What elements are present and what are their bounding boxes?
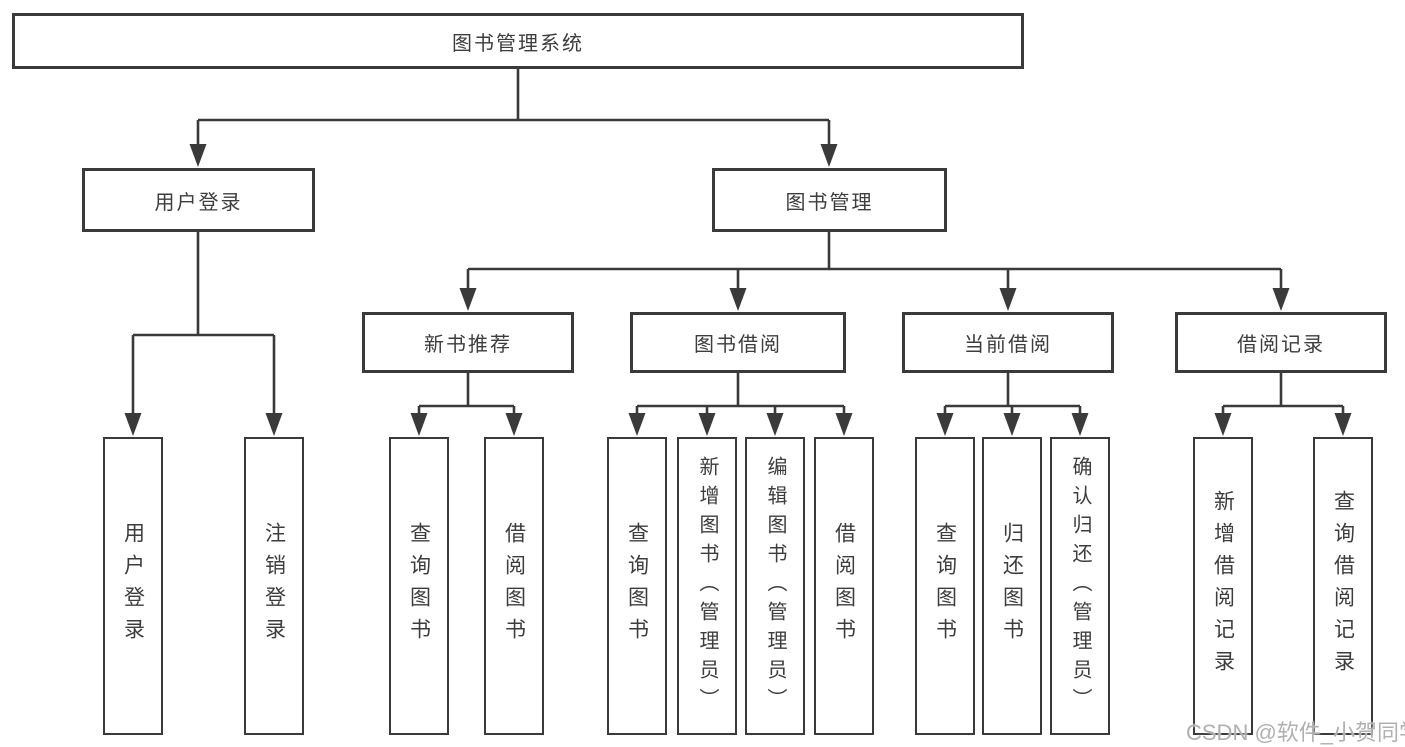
arrowhead [628, 413, 646, 436]
arrowhead [820, 144, 838, 167]
node-query-borrow-record: 查询借阅记录 [1313, 437, 1373, 735]
arrowhead [1003, 413, 1021, 436]
node-label: 查询图书 [625, 522, 649, 650]
connector-book-borrow-to-children [628, 373, 853, 436]
arrowhead [835, 413, 853, 436]
node-label: 图书管理 [785, 191, 874, 214]
node-add-borrow-record: 新增借阅记录 [1193, 437, 1253, 735]
connector-current-borrow-to-children [936, 373, 1089, 436]
connector-borrow-records-to-children [1214, 373, 1352, 436]
node-current-borrow: 当前借阅 [902, 312, 1114, 373]
arrowhead [999, 288, 1017, 311]
arrowhead [265, 413, 283, 436]
node-label: 编辑图书（管理员） [764, 455, 786, 717]
arrowhead [729, 288, 747, 311]
arrowhead [1071, 413, 1089, 436]
node-library-management-system: 图书管理系统 [12, 13, 1024, 69]
node-query-books-borrow: 查询图书 [607, 437, 667, 735]
node-user-login-leaf: 用户登录 [103, 437, 163, 735]
arrowhead [124, 413, 142, 436]
arrowhead [698, 413, 716, 436]
arrowhead [1334, 413, 1352, 436]
node-label: 确认归还（管理员） [1069, 455, 1091, 717]
connector-root-to-level2 [189, 69, 838, 167]
connector-user-login-to-children [124, 232, 283, 436]
node-edit-books-admin: 编辑图书（管理员） [745, 437, 805, 735]
connector-new-book-recommend-to-children [410, 373, 523, 436]
arrowhead [505, 413, 523, 436]
node-label: 借阅图书 [502, 522, 526, 650]
node-borrow-records: 借阅记录 [1175, 312, 1387, 373]
node-new-book-recommend: 新书推荐 [362, 312, 574, 373]
node-query-books-current: 查询图书 [915, 437, 975, 735]
node-label: 查询图书 [933, 522, 957, 650]
node-label: 查询图书 [407, 522, 431, 650]
node-borrow-books-recommend: 借阅图书 [484, 437, 544, 735]
arrowhead [936, 413, 954, 436]
node-borrow-books: 借阅图书 [814, 437, 874, 735]
node-return-books: 归还图书 [982, 437, 1042, 735]
node-query-books-recommend: 查询图书 [389, 437, 449, 735]
node-label: 新增借阅记录 [1211, 490, 1235, 682]
arrowhead [459, 288, 477, 311]
node-label: 借阅图书 [832, 522, 856, 650]
node-logout: 注销登录 [244, 437, 304, 735]
node-label: 注销登录 [262, 522, 286, 650]
node-add-books-admin: 新增图书（管理员） [677, 437, 737, 735]
connector-book-mgmt-to-level3 [459, 232, 1290, 311]
node-label: 图书借阅 [694, 334, 782, 356]
node-confirm-return-admin: 确认归还（管理员） [1050, 437, 1110, 735]
arrowhead [1214, 413, 1232, 436]
arrowhead [766, 413, 784, 436]
node-user-login: 用户登录 [82, 168, 315, 232]
node-label: 新书推荐 [424, 334, 512, 356]
arrowhead [189, 144, 207, 167]
node-label: 查询借阅记录 [1331, 490, 1355, 682]
node-label: 用户登录 [154, 191, 243, 214]
node-label: 图书管理系统 [452, 32, 584, 55]
node-label: 新增图书（管理员） [696, 455, 718, 717]
node-label: 用户登录 [121, 522, 145, 650]
node-label: 当前借阅 [964, 334, 1052, 356]
node-label: 归还图书 [1000, 522, 1024, 650]
node-label: 借阅记录 [1237, 334, 1325, 356]
csdn-watermark: CSDN @软件_小贺同学 [1186, 720, 1405, 745]
arrowhead [1272, 288, 1290, 311]
node-book-management: 图书管理 [712, 168, 947, 232]
arrowhead [410, 413, 428, 436]
node-book-borrow: 图书借阅 [630, 312, 846, 373]
